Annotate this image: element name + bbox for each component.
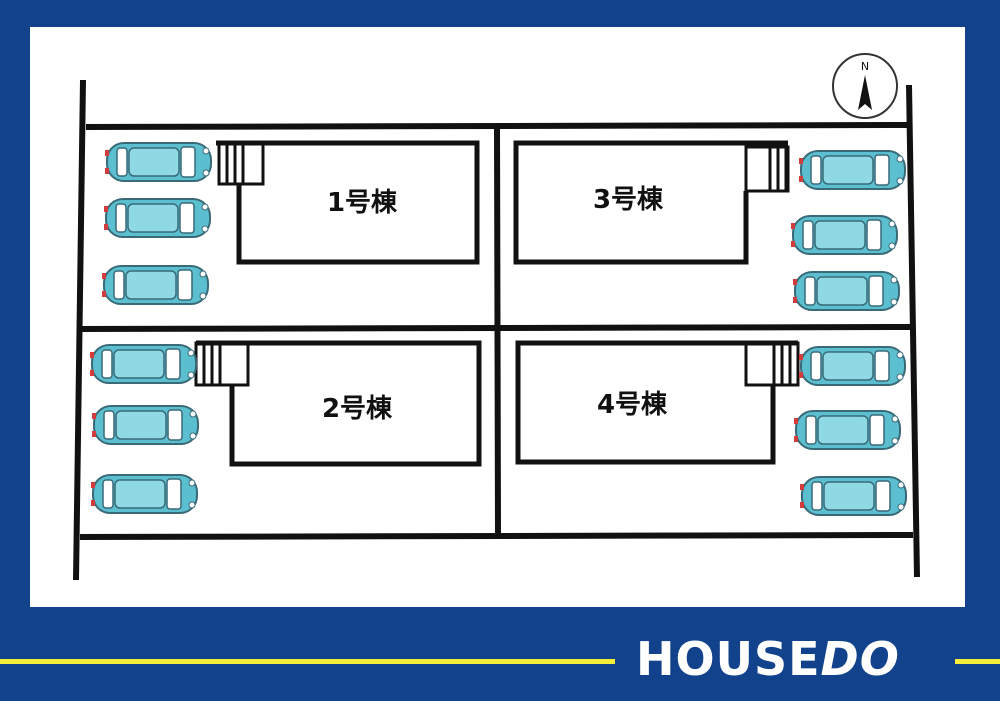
building-3-outline bbox=[513, 140, 788, 265]
car-icon bbox=[790, 215, 898, 255]
building-3-label: 3号棟 bbox=[593, 185, 664, 215]
car-icon bbox=[91, 405, 199, 445]
building-2: 2号棟 bbox=[194, 340, 482, 467]
brand-house: HOUSE bbox=[636, 632, 821, 686]
car-icon bbox=[793, 410, 901, 450]
parking-left-1 bbox=[101, 142, 212, 305]
north-arrow-icon bbox=[858, 75, 872, 110]
car-icon bbox=[792, 271, 900, 311]
car-icon bbox=[798, 346, 906, 386]
car-icon bbox=[798, 150, 906, 190]
car-icon bbox=[89, 344, 197, 384]
parking-right-3 bbox=[790, 150, 906, 311]
building-1: 1号棟 bbox=[216, 140, 480, 265]
car-icon bbox=[799, 476, 907, 516]
site-boundary bbox=[73, 79, 920, 581]
compass-north-label: N bbox=[861, 60, 869, 73]
building-1-outline bbox=[216, 140, 480, 265]
building-4-label: 4号棟 bbox=[597, 390, 668, 420]
car-icon bbox=[104, 142, 212, 182]
building-3-steps bbox=[744, 145, 790, 193]
footer-stripe-left bbox=[0, 659, 615, 664]
car-icon bbox=[103, 198, 211, 238]
parking-left-2 bbox=[89, 344, 199, 514]
brand-logo: HOUSEDO bbox=[628, 632, 908, 686]
parking-right-4 bbox=[793, 346, 907, 516]
building-2-label: 2号棟 bbox=[322, 394, 393, 424]
building-4-outline bbox=[515, 340, 798, 465]
brand-do: DO bbox=[820, 632, 900, 686]
car-icon bbox=[101, 265, 209, 305]
building-3: 3号棟 bbox=[513, 140, 790, 265]
footer-stripe-right bbox=[955, 659, 1000, 664]
car-icon bbox=[90, 474, 198, 514]
building-2-outline bbox=[196, 340, 482, 467]
building-2-steps bbox=[194, 341, 250, 387]
north-compass: N bbox=[832, 53, 898, 119]
building-4: 4号棟 bbox=[515, 340, 800, 465]
building-4-steps bbox=[744, 341, 800, 387]
building-1-steps bbox=[217, 140, 265, 186]
building-1-label: 1号棟 bbox=[327, 188, 398, 218]
